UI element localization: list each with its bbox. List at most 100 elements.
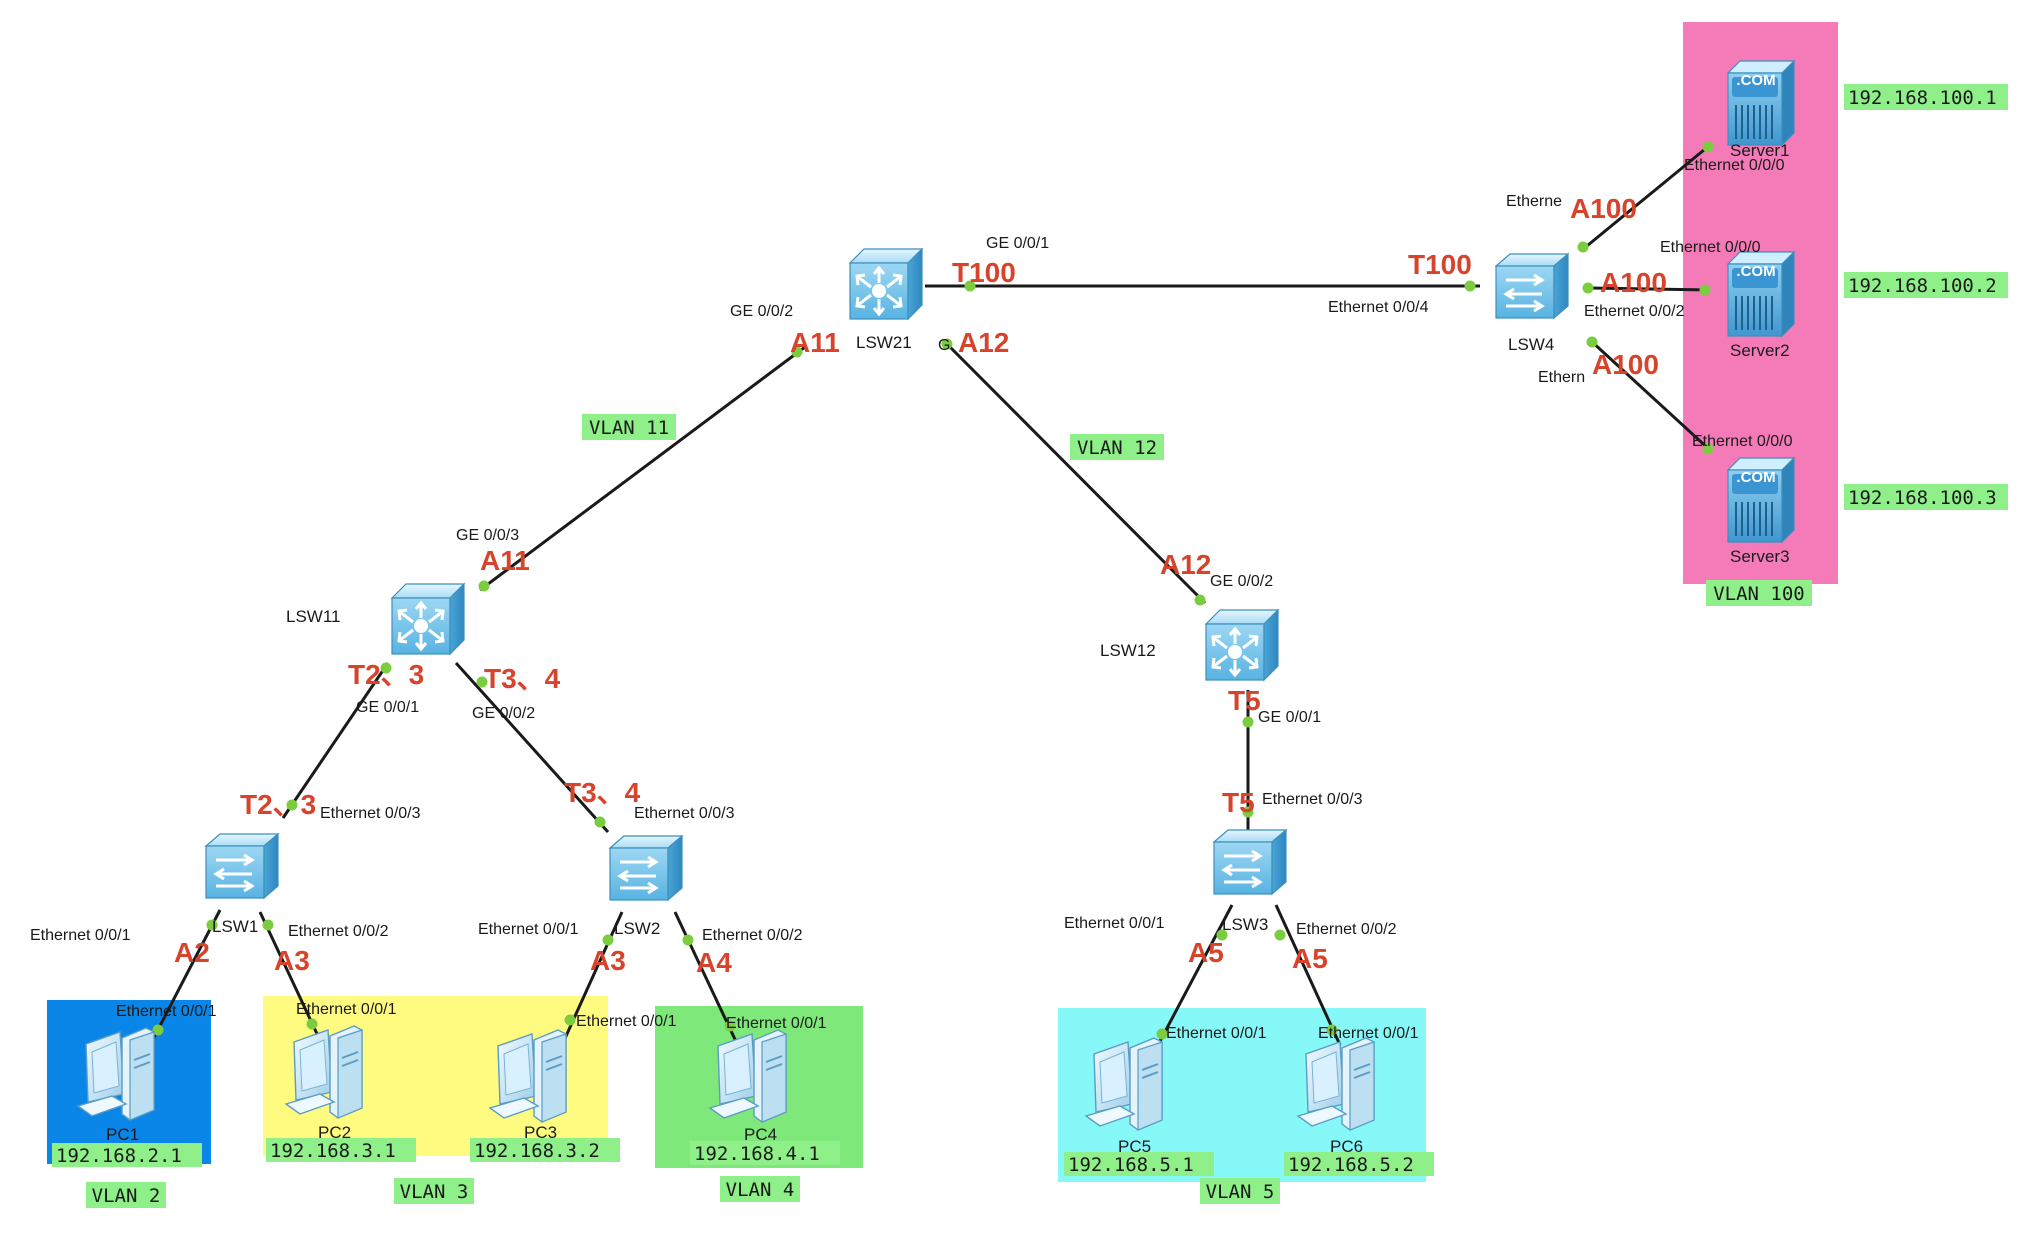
- server3-node[interactable]: .COM: [1727, 457, 1795, 543]
- vlan-tag-100: VLAN 100: [1713, 583, 1805, 605]
- ip-pc3: 192.168.3.2: [474, 1140, 600, 1162]
- vlan-tag-bg: [394, 1178, 474, 1204]
- port-label: Ethernet 0/0/3: [320, 805, 421, 822]
- ip-badge-bg: [52, 1143, 202, 1167]
- port-label: Ethernet 0/0/1: [478, 921, 579, 938]
- server-badge: .COM: [1736, 72, 1775, 89]
- port-label: Ethernet 0/0/0: [1692, 433, 1793, 450]
- ip-badge-bg: [690, 1141, 840, 1165]
- port-dot: [1702, 141, 1714, 153]
- port-dot: [964, 280, 976, 292]
- port-label: GE 0/0/1: [986, 235, 1049, 252]
- vlan-tag-11: VLAN 11: [589, 417, 669, 439]
- port-label: Ethernet 0/0/3: [634, 805, 735, 822]
- device-name-server1: Server1: [1730, 141, 1790, 160]
- ip-badge-bg: [1284, 1152, 1434, 1176]
- port-label: Ethernet 0/0/1: [1064, 915, 1165, 932]
- port-dot: [941, 338, 953, 350]
- server-badge: .COM: [1736, 469, 1775, 486]
- port-mode: A100: [1600, 267, 1667, 298]
- ip-badge-bg: [1844, 484, 2008, 510]
- switch-lsw1-icon[interactable]: [204, 832, 280, 900]
- port-mode: A100: [1570, 193, 1637, 224]
- port-label: Ethern: [1538, 369, 1585, 386]
- port-dot: [1582, 282, 1594, 294]
- port-label: Ethernet 0/0/2: [702, 927, 803, 944]
- port-mode: A12: [958, 327, 1009, 358]
- switch-lsw12-icon[interactable]: [1204, 608, 1280, 682]
- port-label: GE 0/0/2: [1210, 573, 1273, 590]
- server1-node[interactable]: .COM: [1727, 60, 1795, 146]
- port-mode: T2、3: [240, 789, 316, 820]
- links: [148, 143, 1714, 1051]
- port-label: Ethernet 0/0/1: [296, 1001, 397, 1018]
- ip-server1: 192.168.100.1: [1848, 87, 1997, 109]
- port-dot: [724, 1020, 736, 1032]
- ip-badges: 192.168.2.1 192.168.3.1 192.168.3.2 192.…: [52, 84, 2008, 1176]
- device-name-pc3: PC3: [524, 1123, 557, 1142]
- port-label: Ethernet 0/0/4: [1328, 299, 1429, 316]
- switch-lsw2-icon[interactable]: [608, 834, 684, 902]
- port-dot: [206, 919, 218, 931]
- server2-node[interactable]: .COM: [1727, 251, 1795, 337]
- ip-server2: 192.168.100.2: [1848, 275, 1997, 297]
- port-mode: A11: [480, 545, 530, 576]
- port-label: Ethernet 0/0/2: [1584, 303, 1685, 320]
- port-dot: [1702, 443, 1714, 455]
- port-dot: [602, 934, 614, 946]
- device-name-lsw21: LSW21: [856, 333, 912, 352]
- port-mode-labels: T100 T100 A11 A11 A12 A12 A100 A100 A100…: [174, 193, 1667, 978]
- port-label: Ethernet 0/0/1: [116, 1003, 217, 1020]
- ip-pc5: 192.168.5.1: [1068, 1154, 1194, 1176]
- vlan-tag-bg: [1706, 580, 1812, 606]
- port-dot: [152, 1024, 164, 1036]
- device-name-lsw11: LSW11: [286, 607, 341, 626]
- link-lsw3-pc5: [1156, 904, 1234, 1046]
- devices: .COM .COM .COM: [77, 60, 1795, 1131]
- port-mode: A5: [1188, 937, 1224, 968]
- port-dot: [1156, 1028, 1168, 1040]
- switch-lsw21-icon[interactable]: [848, 247, 924, 321]
- port-dot: [380, 662, 392, 674]
- port-label: Ethernet 0/0/1: [1318, 1025, 1419, 1042]
- link-lsw1-pc1: [148, 909, 222, 1046]
- ip-badge-bg: [266, 1138, 416, 1162]
- port-dot: [286, 799, 298, 811]
- vlan-tags: VLAN 2 VLAN 3 VLAN 4 VLAN 5 VLAN 11 VLAN…: [86, 414, 1812, 1208]
- vlan-tag-bg: [582, 414, 676, 440]
- port-dot: [478, 580, 490, 592]
- port-label: GE 0/0/1: [1258, 709, 1321, 726]
- ip-badge-bg: [470, 1138, 620, 1162]
- port-label: Ethernet 0/0/0: [1660, 239, 1761, 256]
- port-label: Ethernet 0/0/1: [30, 927, 131, 944]
- port-label: GE 0/0/1: [356, 699, 419, 716]
- port-dot: [1242, 716, 1254, 728]
- switch-lsw3-icon[interactable]: [1212, 828, 1288, 896]
- port-mode: T100: [1408, 249, 1472, 280]
- ip-badge-bg: [1064, 1152, 1214, 1176]
- port-label: Ethernet 0/0/1: [726, 1015, 827, 1032]
- switch-lsw4-icon[interactable]: [1494, 252, 1570, 320]
- switch-lsw11-icon[interactable]: [390, 582, 466, 656]
- vlan-tag-5: VLAN 5: [1206, 1181, 1275, 1203]
- ip-badge-bg: [1844, 84, 2008, 110]
- port-mode: A3: [274, 945, 310, 976]
- port-mode: T5: [1228, 685, 1261, 716]
- port-label: Ethernet 0/0/1: [576, 1013, 677, 1030]
- port-mode: A5: [1292, 943, 1328, 974]
- port-labels: GE 0/0/1 GE 0/0/2 G Ethernet 0/0/4 Ether…: [30, 157, 1793, 1042]
- link-lsw3-pc6: [1274, 904, 1342, 1046]
- vlan-tag-2: VLAN 2: [92, 1185, 161, 1207]
- port-dot: [1194, 594, 1206, 606]
- ip-server3: 192.168.100.3: [1848, 487, 1997, 509]
- ip-pc6: 192.168.5.2: [1288, 1154, 1414, 1176]
- port-dot: [1464, 280, 1476, 292]
- device-name-lsw1: LSW1: [212, 917, 258, 936]
- port-dot: [1326, 1024, 1338, 1036]
- port-label: Etherne: [1506, 193, 1562, 210]
- port-dot: [1216, 929, 1228, 941]
- port-dot: [476, 676, 488, 688]
- port-dot: [262, 919, 274, 931]
- port-dot: [1242, 806, 1254, 818]
- device-name-pc6: PC6: [1330, 1137, 1363, 1156]
